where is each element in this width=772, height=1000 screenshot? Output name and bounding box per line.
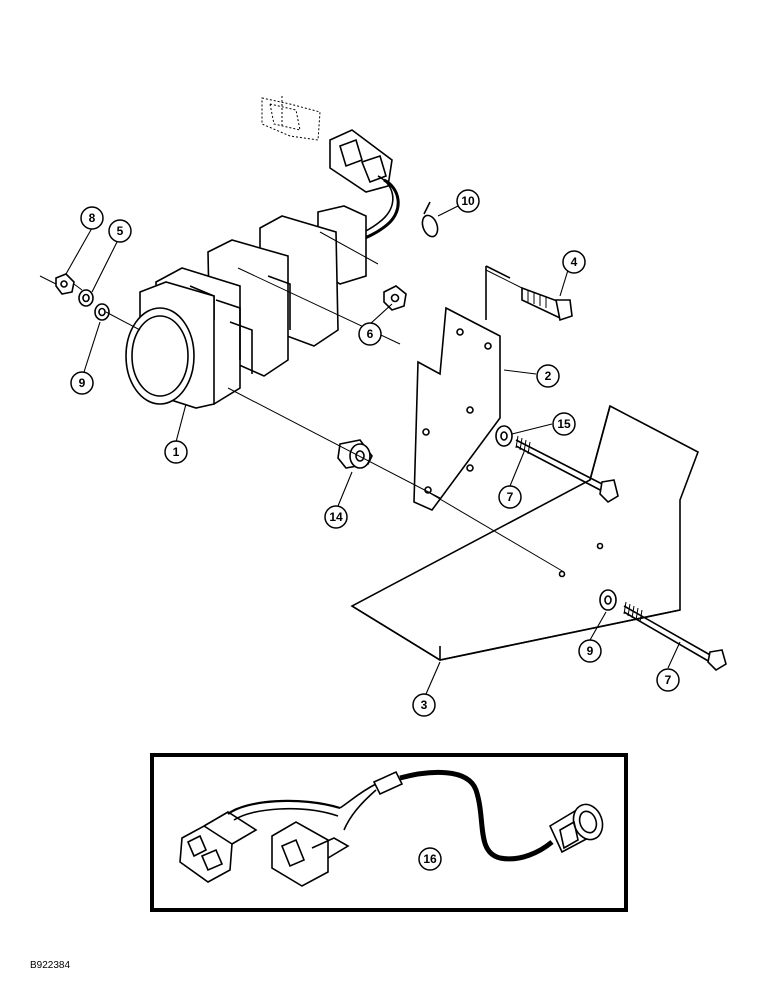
- svg-text:16: 16: [423, 852, 437, 866]
- callout-6: 6: [358, 322, 382, 346]
- svg-text:14: 14: [329, 510, 343, 524]
- svg-text:9: 9: [587, 644, 594, 658]
- svg-text:5: 5: [117, 224, 124, 238]
- callout-4: 4: [562, 250, 586, 274]
- switch-body: [125, 205, 367, 409]
- callout-2: 2: [536, 364, 560, 388]
- callout-3: 3: [412, 693, 436, 717]
- bolt-7-lower: [599, 589, 727, 672]
- inset-panel: [150, 753, 628, 912]
- callout-16: 16: [418, 847, 442, 871]
- cable-tie: [421, 201, 439, 238]
- callout-7-upper: 7: [498, 485, 522, 509]
- small-hardware: [39, 273, 110, 321]
- svg-text:10: 10: [461, 194, 475, 208]
- svg-text:1: 1: [173, 445, 180, 459]
- bolt-7-upper: [495, 425, 619, 504]
- bolt-4: [485, 269, 573, 322]
- svg-text:7: 7: [507, 490, 514, 504]
- callout-5: 5: [108, 219, 132, 243]
- callout-1: 1: [164, 440, 188, 464]
- svg-text:9: 9: [79, 376, 86, 390]
- callout-8: 8: [80, 206, 104, 230]
- nut-6: [383, 285, 407, 311]
- harness-stub: [261, 96, 400, 250]
- svg-text:4: 4: [571, 255, 578, 269]
- callout-10: 10: [456, 189, 480, 213]
- callout-9-left: 9: [70, 371, 94, 395]
- svg-text:6: 6: [367, 327, 374, 341]
- svg-text:7: 7: [665, 673, 672, 687]
- figure-id: B922384: [30, 960, 71, 971]
- callout-15: 15: [552, 412, 576, 436]
- svg-text:15: 15: [557, 417, 571, 431]
- svg-text:2: 2: [545, 369, 552, 383]
- svg-text:3: 3: [421, 698, 428, 712]
- callout-9-right: 9: [578, 639, 602, 663]
- callout-14: 14: [324, 505, 348, 529]
- bracket-plate: [413, 265, 511, 511]
- svg-text:8: 8: [89, 211, 96, 225]
- leader-lines: [65, 205, 681, 859]
- callout-7-lower: 7: [656, 668, 680, 692]
